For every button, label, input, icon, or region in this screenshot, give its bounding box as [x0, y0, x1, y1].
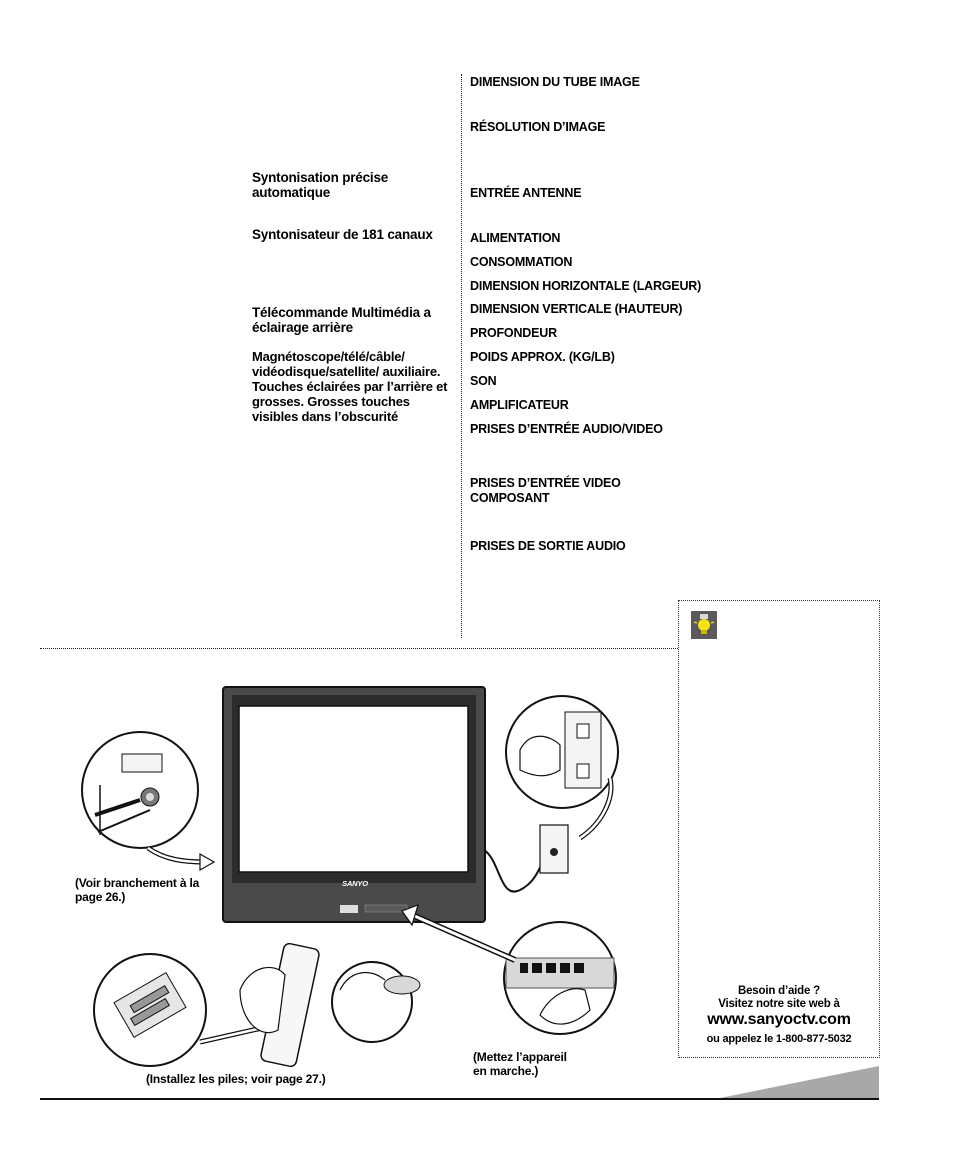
- tv-brand-logo: SANYO: [342, 879, 368, 888]
- spec-weight: POIDS APPROX. (KG/LB): [470, 350, 615, 364]
- remote-control: [239, 942, 320, 1068]
- spec-component-inputs: PRISES D’ENTRÉE VIDEO COMPOSANT: [470, 476, 621, 505]
- help-url-link[interactable]: www.sanyoctv.com: [707, 1011, 851, 1028]
- spec-consumption: CONSOMMATION: [470, 255, 573, 269]
- spec-av-inputs: PRISES D’ENTRÉE AUDIO/VIDEO: [470, 422, 663, 436]
- help-line-2: Visitez notre site web à: [718, 998, 840, 1010]
- feature-auto-fine-tuning: Syntonisation précise automatique: [252, 170, 389, 200]
- spec-width: DIMENSION HORIZONTALE (LARGEUR): [470, 279, 702, 293]
- spec-antenna-input: ENTRÉE ANTENNE: [470, 186, 582, 200]
- wall-outlet-detail: [505, 695, 619, 809]
- caption-connection: (Voir branchement à la page 26.): [75, 876, 200, 904]
- tip-box: [678, 600, 880, 1058]
- battery-install-detail: [93, 953, 207, 1067]
- spec-tube-size: DIMENSION DU TUBE IMAGE: [470, 75, 640, 89]
- spec-resolution: RÉSOLUTION D’IMAGE: [470, 120, 606, 134]
- feature-remote-description: Magnétoscope/télé/câble/ vidéodisque/sat…: [252, 349, 448, 424]
- tv-set: [222, 686, 486, 923]
- caption-batteries: (Installez les piles; voir page 27.): [146, 1072, 326, 1086]
- help-phone: ou appelez le 1-800-877-5032: [706, 1033, 852, 1045]
- spec-depth: PROFONDEUR: [470, 326, 557, 340]
- spec-amplifier: AMPLIFICATEUR: [470, 398, 569, 412]
- caption-power-on: (Mettez l’appareil en marche.): [473, 1050, 567, 1078]
- remote-button-detail: [331, 961, 421, 1043]
- feature-tuner-181: Syntonisateur de 181 canaux: [252, 227, 433, 242]
- help-line-1: Besoin d’aide ?: [738, 985, 820, 997]
- spec-sound: SON: [470, 374, 497, 388]
- feature-remote-title: Télécommande Multimédia a éclairage arri…: [252, 305, 431, 335]
- spec-height: DIMENSION VERTICALE (HAUTEUR): [470, 302, 683, 316]
- section-divider: [40, 648, 678, 649]
- spec-audio-outputs: PRISES DE SORTIE AUDIO: [470, 539, 626, 553]
- power-button-detail: [503, 921, 617, 1035]
- antenna-connection-detail: [81, 731, 199, 849]
- lightbulb-icon: [691, 611, 717, 639]
- spec-power: ALIMENTATION: [470, 231, 561, 245]
- column-divider: [461, 74, 462, 638]
